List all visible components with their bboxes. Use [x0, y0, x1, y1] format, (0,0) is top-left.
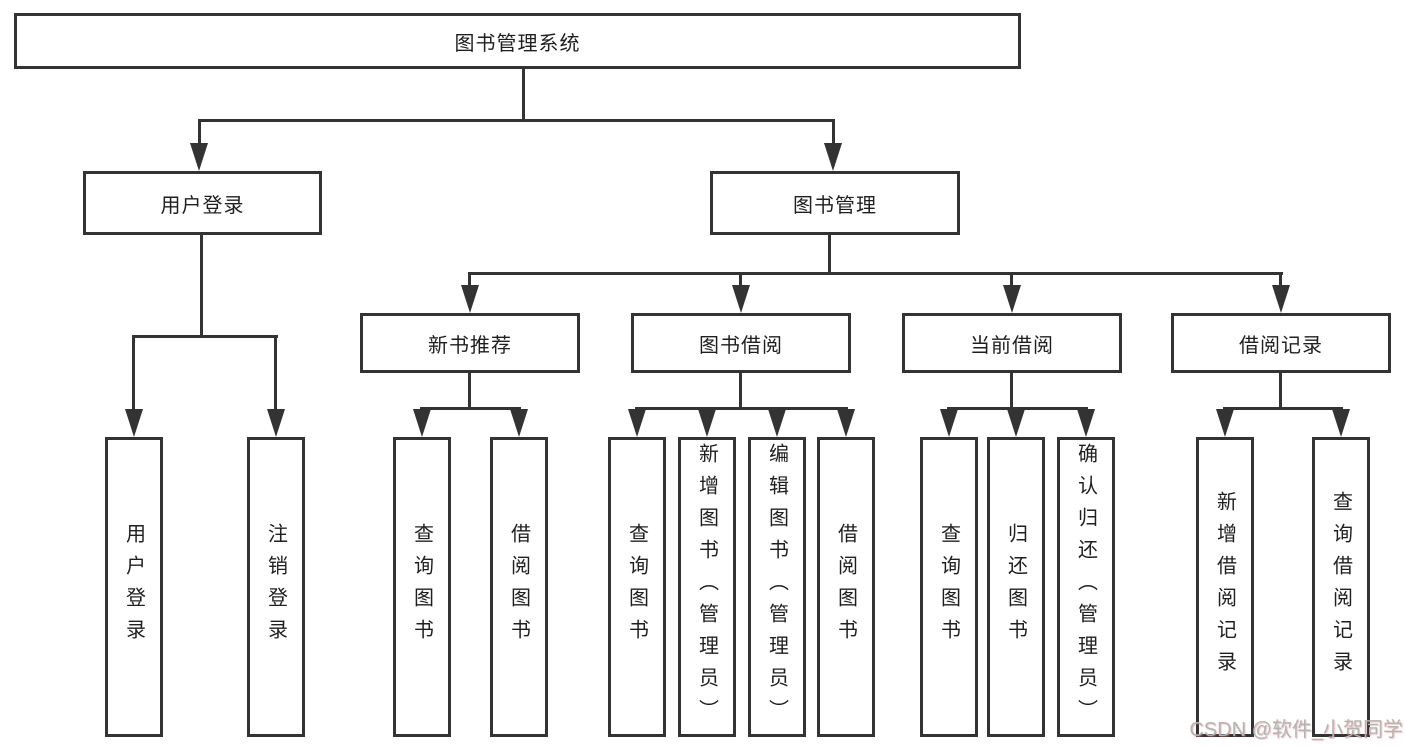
node-current-borrow: 当前借阅: [902, 313, 1122, 373]
connector-line: [1279, 373, 1282, 407]
connector-line: [739, 373, 742, 407]
arrow-down-icon: [125, 409, 143, 437]
arrow-down-icon: [732, 285, 750, 313]
arrow-down-icon: [628, 409, 646, 437]
connector-line: [198, 119, 835, 122]
leaf-query-books-current: 查询图书: [920, 437, 978, 737]
connector-line: [468, 373, 471, 407]
leaf-query-books-recommend: 查询图书: [393, 437, 451, 737]
connector-line: [522, 69, 525, 119]
arrow-down-icon: [190, 143, 208, 171]
arrow-down-icon: [1216, 409, 1234, 437]
leaf-add-book-admin: 新增图书（管理员）: [678, 437, 736, 737]
arrow-down-icon: [1077, 409, 1095, 437]
leaf-borrow-books-recommend: 借阅图书: [490, 437, 548, 737]
connector-line: [635, 407, 848, 410]
arrow-down-icon: [698, 409, 716, 437]
node-borrow-records: 借阅记录: [1171, 313, 1391, 373]
connector-line: [468, 272, 471, 285]
csdn-watermark: CSDN @软件_小贺同学: [1189, 719, 1403, 741]
arrow-down-icon: [461, 285, 479, 313]
connector-line: [198, 119, 201, 143]
connector-line: [420, 407, 521, 410]
connector-line: [1279, 272, 1282, 285]
node-book-borrow: 图书借阅: [631, 313, 851, 373]
leaf-query-books-borrow: 查询图书: [608, 437, 666, 737]
connector-line: [200, 235, 203, 335]
connector-line: [1010, 373, 1013, 407]
arrow-down-icon: [1007, 409, 1025, 437]
connector-line: [468, 272, 1283, 275]
arrow-down-icon: [1272, 285, 1290, 313]
connector-line: [1223, 407, 1343, 410]
arrow-down-icon: [768, 409, 786, 437]
arrow-down-icon: [413, 409, 431, 437]
arrow-down-icon: [267, 409, 285, 437]
node-root: 图书管理系统: [14, 13, 1021, 69]
leaf-confirm-return-admin: 确认归还（管理员）: [1057, 437, 1115, 737]
arrow-down-icon: [824, 143, 842, 171]
leaf-borrow-books: 借阅图书: [817, 437, 875, 737]
connector-line: [832, 119, 835, 143]
leaf-query-borrow-record: 查询借阅记录: [1312, 437, 1370, 737]
arrow-down-icon: [940, 409, 958, 437]
arrow-down-icon: [1332, 409, 1350, 437]
node-user-login: 用户登录: [83, 171, 322, 235]
node-book-management: 图书管理: [710, 171, 960, 235]
connector-line: [132, 335, 135, 409]
arrow-down-icon: [837, 409, 855, 437]
connector-line: [1010, 272, 1013, 285]
connector-line: [274, 335, 277, 409]
leaf-logout: 注销登录: [247, 437, 305, 737]
leaf-add-borrow-record: 新增借阅记录: [1196, 437, 1254, 737]
connector-line: [947, 407, 1088, 410]
arrow-down-icon: [1003, 285, 1021, 313]
connector-line: [739, 272, 742, 285]
node-new-book-recommend: 新书推荐: [360, 313, 580, 373]
leaf-user-login: 用户登录: [105, 437, 163, 737]
connector-line: [828, 235, 831, 272]
arrow-down-icon: [510, 409, 528, 437]
leaf-edit-book-admin: 编辑图书（管理员）: [748, 437, 806, 737]
leaf-return-book: 归还图书: [987, 437, 1045, 737]
connector-line: [132, 335, 278, 338]
